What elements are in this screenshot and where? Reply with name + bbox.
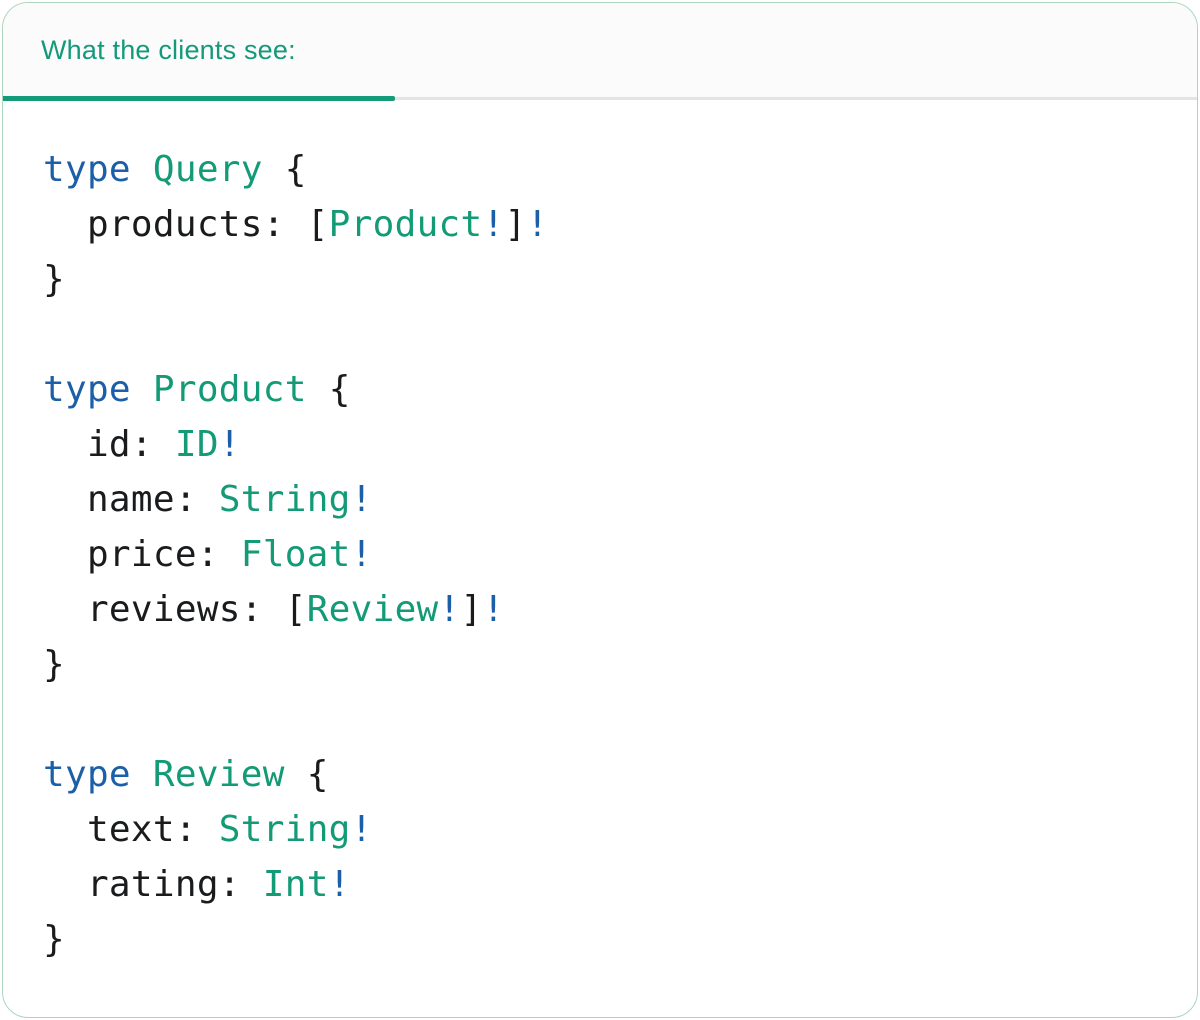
- code-token-plain: {: [262, 149, 307, 190]
- code-line: type Product {: [43, 362, 1157, 417]
- code-line: }: [43, 637, 1157, 692]
- tab-bar: What the clients see:: [3, 3, 1197, 97]
- code-token-typename: String: [218, 809, 351, 850]
- active-tab-indicator: [3, 96, 395, 101]
- code-token-keyword: !: [350, 479, 373, 520]
- code-line: }: [43, 252, 1157, 307]
- code-token-plain: products: [: [43, 204, 329, 245]
- graphql-schema-code-block: type Query { products: [Product!]!}type …: [3, 100, 1197, 987]
- code-token-typename: Int: [262, 864, 329, 905]
- tab-underline-track: [3, 96, 1197, 101]
- code-token-typename: Review: [152, 754, 285, 795]
- code-token-keyword: !: [526, 204, 549, 245]
- code-token-keyword: !: [350, 809, 373, 850]
- code-line: type Review {: [43, 747, 1157, 802]
- code-token-keyword: !: [218, 424, 241, 465]
- code-line: text: String!: [43, 802, 1157, 857]
- code-token-plain: ]: [460, 589, 483, 630]
- code-token-typename: Review: [306, 589, 439, 630]
- code-line: products: [Product!]!: [43, 197, 1157, 252]
- code-token-typename: ID: [174, 424, 219, 465]
- code-token-plain: ]: [504, 204, 527, 245]
- code-line: type Query {: [43, 142, 1157, 197]
- code-token-keyword: type: [43, 369, 131, 410]
- tab-label: What the clients see:: [41, 34, 296, 65]
- code-token-plain: id:: [43, 424, 175, 465]
- code-token-plain: [131, 754, 153, 795]
- code-token-plain: }: [43, 644, 65, 685]
- tab-what-clients-see[interactable]: What the clients see:: [3, 3, 372, 97]
- code-token-typename: Product: [328, 204, 483, 245]
- code-token-plain: {: [306, 369, 351, 410]
- code-line: price: Float!: [43, 527, 1157, 582]
- code-token-keyword: type: [43, 149, 131, 190]
- code-line: [43, 307, 1157, 362]
- code-token-keyword: !: [482, 204, 505, 245]
- code-token-plain: {: [284, 754, 329, 795]
- code-token-plain: }: [43, 919, 65, 960]
- code-line: name: String!: [43, 472, 1157, 527]
- code-token-plain: [131, 149, 153, 190]
- code-token-typename: Query: [152, 149, 263, 190]
- code-token-plain: rating:: [43, 864, 263, 905]
- code-line: reviews: [Review!]!: [43, 582, 1157, 637]
- code-line: rating: Int!: [43, 857, 1157, 912]
- code-token-plain: name:: [43, 479, 219, 520]
- code-token-plain: reviews: [: [43, 589, 307, 630]
- code-token-typename: Float: [240, 534, 351, 575]
- code-token-plain: price:: [43, 534, 241, 575]
- code-line: }: [43, 912, 1157, 967]
- code-token-plain: [131, 369, 153, 410]
- code-line: [43, 692, 1157, 747]
- code-token-typename: Product: [152, 369, 307, 410]
- code-token-keyword: !: [350, 534, 373, 575]
- code-token-plain: text:: [43, 809, 219, 850]
- code-token-keyword: !: [328, 864, 351, 905]
- code-token-keyword: !: [482, 589, 505, 630]
- code-line: id: ID!: [43, 417, 1157, 472]
- code-token-typename: String: [218, 479, 351, 520]
- code-token-keyword: type: [43, 754, 131, 795]
- code-token-keyword: !: [438, 589, 461, 630]
- code-token-plain: }: [43, 259, 65, 300]
